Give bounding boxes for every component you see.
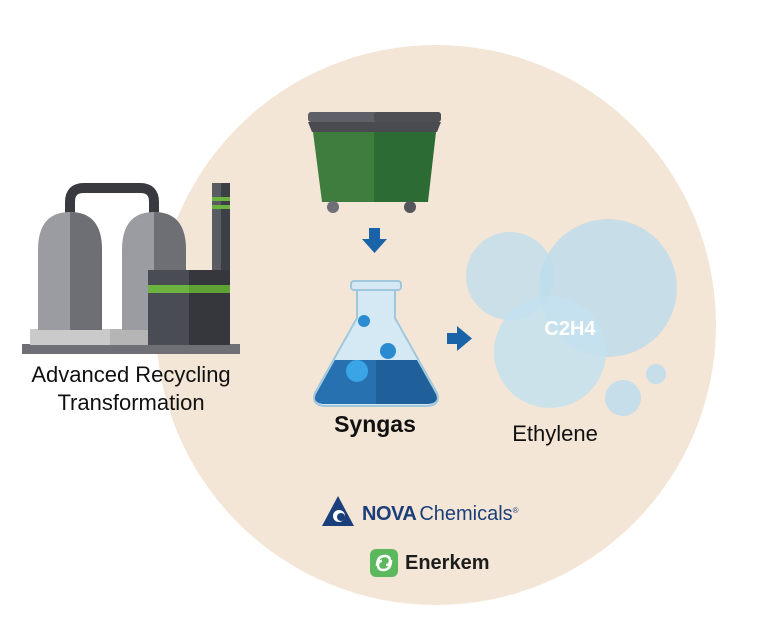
ethylene-label: Ethylene	[512, 421, 598, 446]
nova-logo-name: NOVA	[362, 502, 417, 525]
enerkem-mark-icon	[370, 549, 398, 577]
nova-logo-sub: Chemicals	[419, 502, 513, 525]
recycling-plant-icon	[22, 183, 240, 354]
bubble-formula: C2H4	[544, 318, 596, 340]
syngas-label: Syngas	[334, 411, 416, 437]
nova-logo-reg: ®	[512, 506, 519, 515]
nova-mark-icon	[322, 496, 354, 526]
plant-label-line1: Advanced Recycling	[31, 362, 231, 387]
down-arrow-icon	[362, 228, 387, 253]
enerkem-logo-name: Enerkem	[405, 551, 490, 574]
enerkem-logo: Enerkem	[370, 547, 490, 579]
waste-bin-icon	[308, 112, 441, 213]
right-arrow-icon	[447, 326, 472, 351]
plant-label: Advanced Recycling Transformation	[0, 361, 262, 417]
bubbles-icon	[466, 219, 677, 416]
nova-chemicals-logo: NOVA Chemicals ®	[322, 498, 519, 530]
flask-icon	[313, 280, 439, 407]
plant-label-line2: Transformation	[57, 390, 205, 415]
